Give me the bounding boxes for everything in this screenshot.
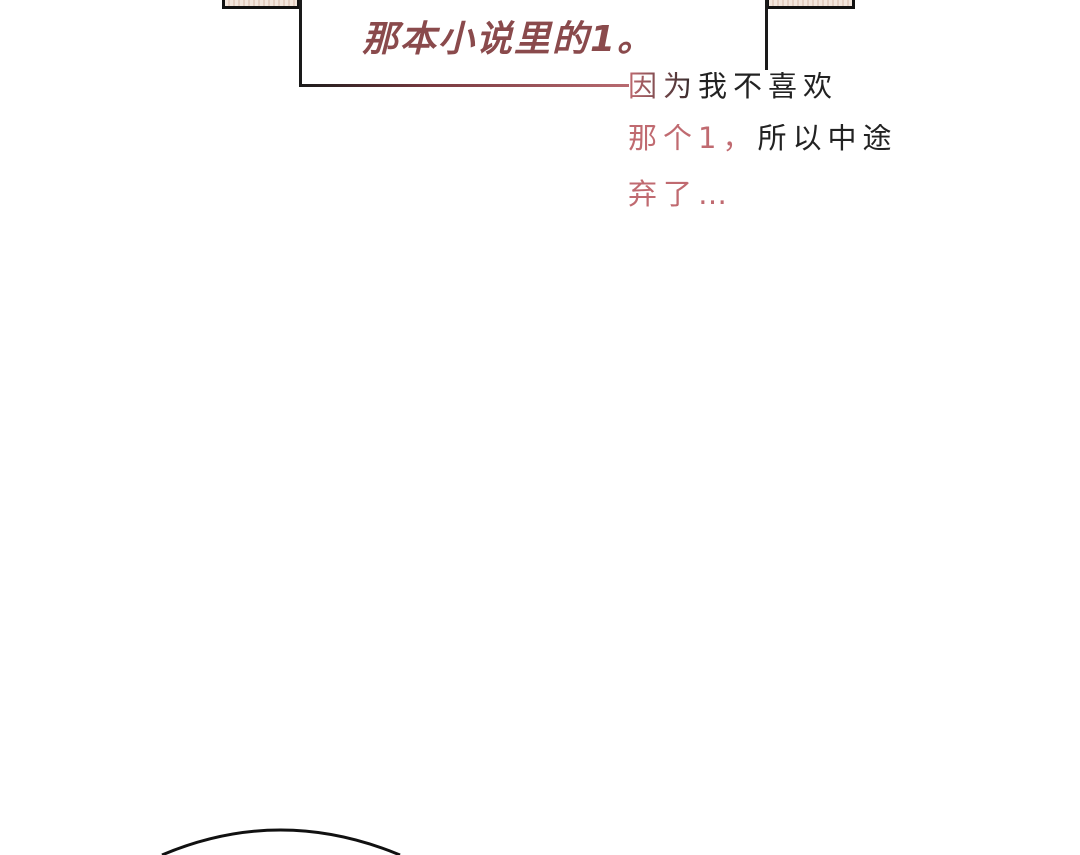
speech-bubble-top: [161, 828, 401, 855]
caption-box-left-border: [299, 0, 302, 87]
caption-box-right-border: [765, 0, 768, 70]
monologue-line-1: 因为我不喜欢: [628, 69, 839, 103]
caption-text: 那本小说里的1。: [362, 19, 656, 60]
caption-box-bottom-border: [299, 84, 629, 87]
panel-frame-left: [222, 0, 300, 9]
monologue-line-2: 那个1，所以中途: [628, 121, 898, 155]
monologue-line-3: 弃了…: [628, 177, 734, 211]
panel-frame-right: [766, 0, 855, 9]
